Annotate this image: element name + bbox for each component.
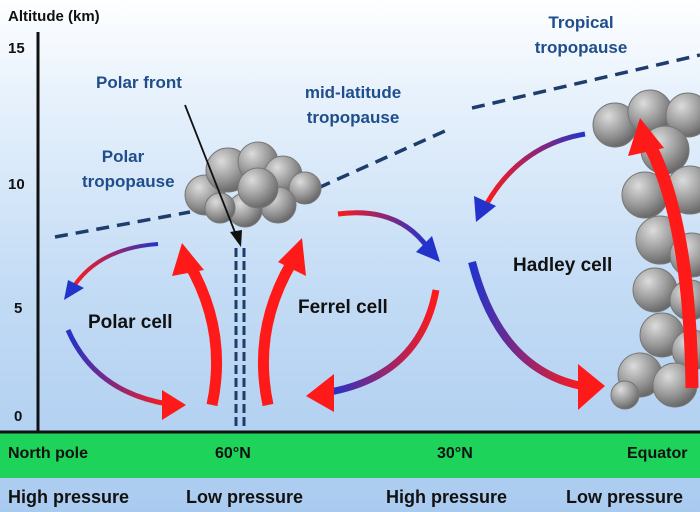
polar-cell-rising-arrow bbox=[172, 243, 223, 407]
axis-tick-0: 0 bbox=[14, 408, 23, 425]
hadley-cell-top-arrow bbox=[474, 131, 586, 222]
hadley-cell-rising-arrow bbox=[628, 118, 699, 389]
polar-cell-label: Polar cell bbox=[88, 312, 173, 333]
altitude-axis-title: Altitude (km) bbox=[8, 8, 100, 25]
polar-tropopause-line-2: tropopause bbox=[82, 172, 175, 191]
tropical-tropopause-line bbox=[471, 53, 700, 110]
axis-tick-15: 15 bbox=[8, 40, 25, 57]
tropical-tropopause-line-2: tropopause bbox=[534, 38, 628, 57]
axis-tick-10: 10 bbox=[8, 176, 25, 193]
pressure-equator: Low pressure bbox=[566, 487, 684, 507]
ferrel-cell-rising-arrow bbox=[257, 238, 306, 407]
pressure-north-pole: High pressure bbox=[8, 487, 130, 507]
latitude-30n: 30°N bbox=[437, 445, 473, 462]
ferrel-cell-bottom-arrow bbox=[306, 289, 440, 412]
ferrel-cell-top-arrow bbox=[337, 210, 440, 262]
latitude-60n: 60°N bbox=[215, 445, 251, 462]
pressure-60n: Low pressure bbox=[186, 487, 304, 507]
mid-latitude-tropopause-label: mid-latitude tropopause bbox=[288, 80, 418, 130]
polar-front-cloud bbox=[184, 141, 322, 228]
polar-cell-top-arrow bbox=[64, 242, 159, 300]
latitude-north-pole: North pole bbox=[8, 445, 88, 462]
polar-front-pointer bbox=[184, 104, 239, 241]
ground-band bbox=[0, 432, 700, 478]
latitude-equator: Equator bbox=[627, 445, 688, 462]
mid-latitude-tropopause-line-2: tropopause bbox=[306, 108, 400, 127]
polar-tropopause-line bbox=[54, 210, 191, 239]
pressure-30n: High pressure bbox=[386, 487, 508, 507]
tropical-tropopause-label: Tropical tropopause bbox=[516, 10, 646, 60]
axis-tick-5: 5 bbox=[14, 300, 23, 317]
polar-cell-bottom-arrow bbox=[65, 329, 186, 420]
tropical-tropopause-line-1: Tropical bbox=[548, 13, 614, 32]
mid-latitude-tropopause-line-1: mid-latitude bbox=[304, 83, 402, 102]
polar-front-pointer-head bbox=[230, 230, 242, 247]
mid-latitude-tropopause-line bbox=[317, 129, 446, 190]
polar-tropopause-label: Polar tropopause bbox=[82, 144, 175, 194]
hadley-cell-bottom-arrow bbox=[468, 260, 605, 410]
ferrel-cell-label: Ferrel cell bbox=[298, 297, 388, 318]
polar-front-label: Polar front bbox=[96, 73, 182, 92]
hadley-cell-label: Hadley cell bbox=[513, 255, 613, 276]
polar-tropopause-line-1: Polar bbox=[101, 147, 145, 166]
